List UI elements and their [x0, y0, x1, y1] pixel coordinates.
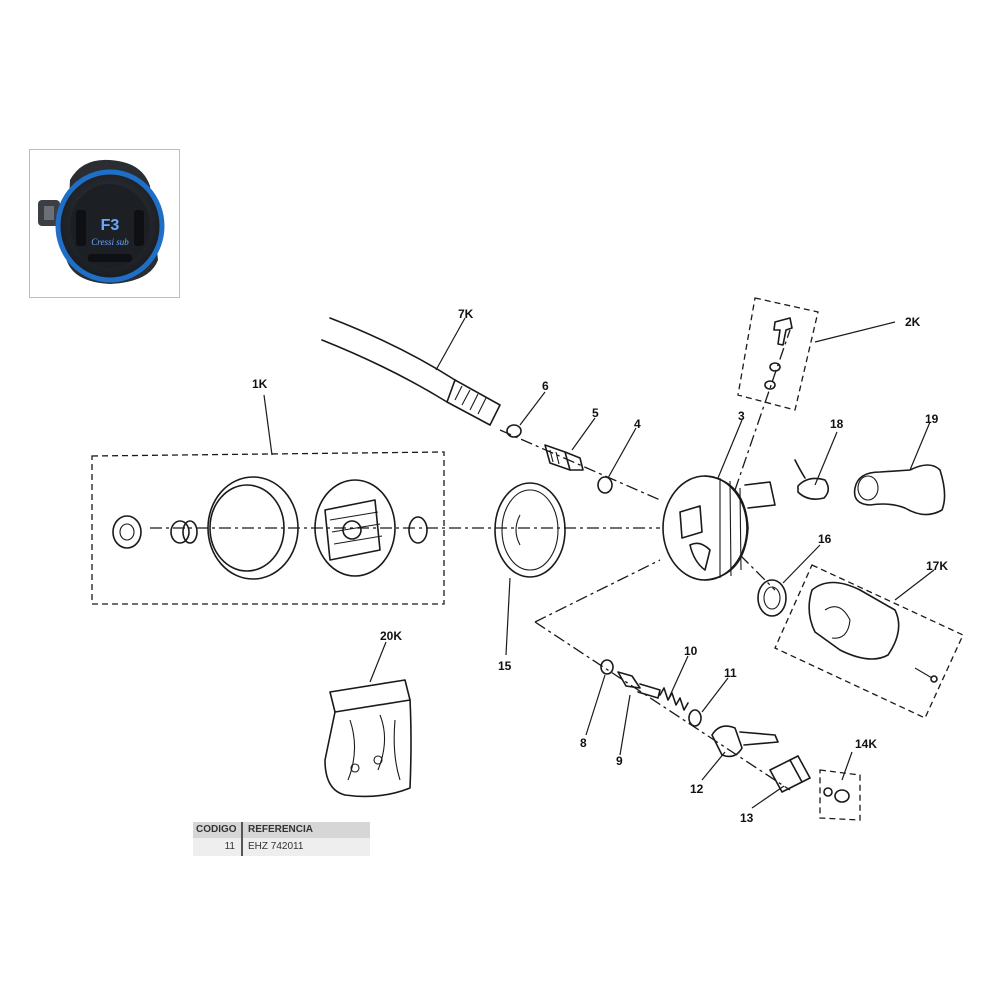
screw-set-14k: [823, 787, 850, 803]
label-11: 11: [724, 666, 737, 680]
oring-8: [600, 659, 614, 675]
oring-16: [757, 579, 787, 617]
valve-seat-9: [617, 671, 661, 699]
reference-table-row: [193, 838, 370, 856]
fitting-5: [544, 444, 584, 471]
front-cover: [314, 479, 396, 577]
adjuster-13: [769, 755, 811, 793]
label-6: 6: [542, 379, 549, 393]
lower-axis: [534, 559, 791, 791]
parts-bag-20k: [324, 679, 412, 798]
badge-text: F3: [101, 217, 120, 234]
label-5: 5: [592, 406, 599, 420]
kit-box-1k: [91, 451, 445, 605]
label-7k: 7K: [458, 307, 474, 321]
label-14k: 14K: [855, 737, 877, 751]
label-1k: 1K: [252, 377, 268, 391]
housing-3: [662, 475, 776, 581]
purge-parts-2k: [764, 317, 793, 390]
kit-box-2k: [737, 297, 819, 411]
hose-axis: [499, 429, 661, 501]
brand-text: Cressi sub: [91, 237, 129, 247]
label-16: 16: [818, 532, 832, 546]
leader-lines: [263, 317, 935, 809]
label-9: 9: [616, 754, 623, 768]
oring-4: [597, 476, 613, 494]
lever-12: [711, 725, 779, 758]
kit-box-14k: [819, 769, 861, 821]
diaphragm-15: [494, 482, 566, 578]
mouthpiece-clip-18: [794, 459, 830, 500]
cell-code: 11: [224, 841, 235, 852]
label-4: 4: [634, 417, 641, 431]
label-20k: 20K: [380, 629, 402, 643]
part-labels: 1K 2K 3 4 5 6 7K 8 9 10 11 12 13 14K 15 …: [252, 307, 948, 825]
exhaust-cover-17k: [808, 581, 938, 683]
spring-10: [659, 687, 689, 711]
purge-axis: [734, 329, 791, 491]
mouthpiece-19: [853, 464, 946, 516]
cell-reference: EHZ 742011: [248, 841, 304, 852]
label-19: 19: [925, 412, 939, 426]
label-10: 10: [684, 644, 698, 658]
reference-table: CODIGO REFERENCIA 11 EHZ 742011: [193, 822, 370, 856]
retaining-ring: [207, 476, 299, 580]
label-3: 3: [738, 409, 745, 423]
oring-6: [506, 424, 522, 438]
label-8: 8: [580, 736, 587, 750]
kit-box-17k: [774, 564, 964, 719]
small-bushing: [170, 520, 198, 544]
regulator-photo: F3 Cressi sub: [38, 159, 165, 284]
reference-table-divider: [241, 822, 243, 856]
oring-11: [688, 709, 702, 727]
header-code: CODIGO: [196, 824, 237, 835]
product-thumbnail: F3 Cressi sub: [29, 149, 180, 298]
label-13: 13: [740, 811, 754, 825]
header-reference: REFERENCIA: [248, 824, 314, 835]
hose-7k: [321, 317, 501, 426]
label-17k: 17K: [926, 559, 948, 573]
label-15: 15: [498, 659, 512, 673]
label-18: 18: [830, 417, 844, 431]
reference-table-header: [193, 822, 370, 838]
cap-screw: [112, 515, 142, 549]
side-axis: [739, 554, 776, 591]
label-2k: 2K: [905, 315, 921, 329]
label-12: 12: [690, 782, 704, 796]
spring-clip: [408, 516, 428, 544]
